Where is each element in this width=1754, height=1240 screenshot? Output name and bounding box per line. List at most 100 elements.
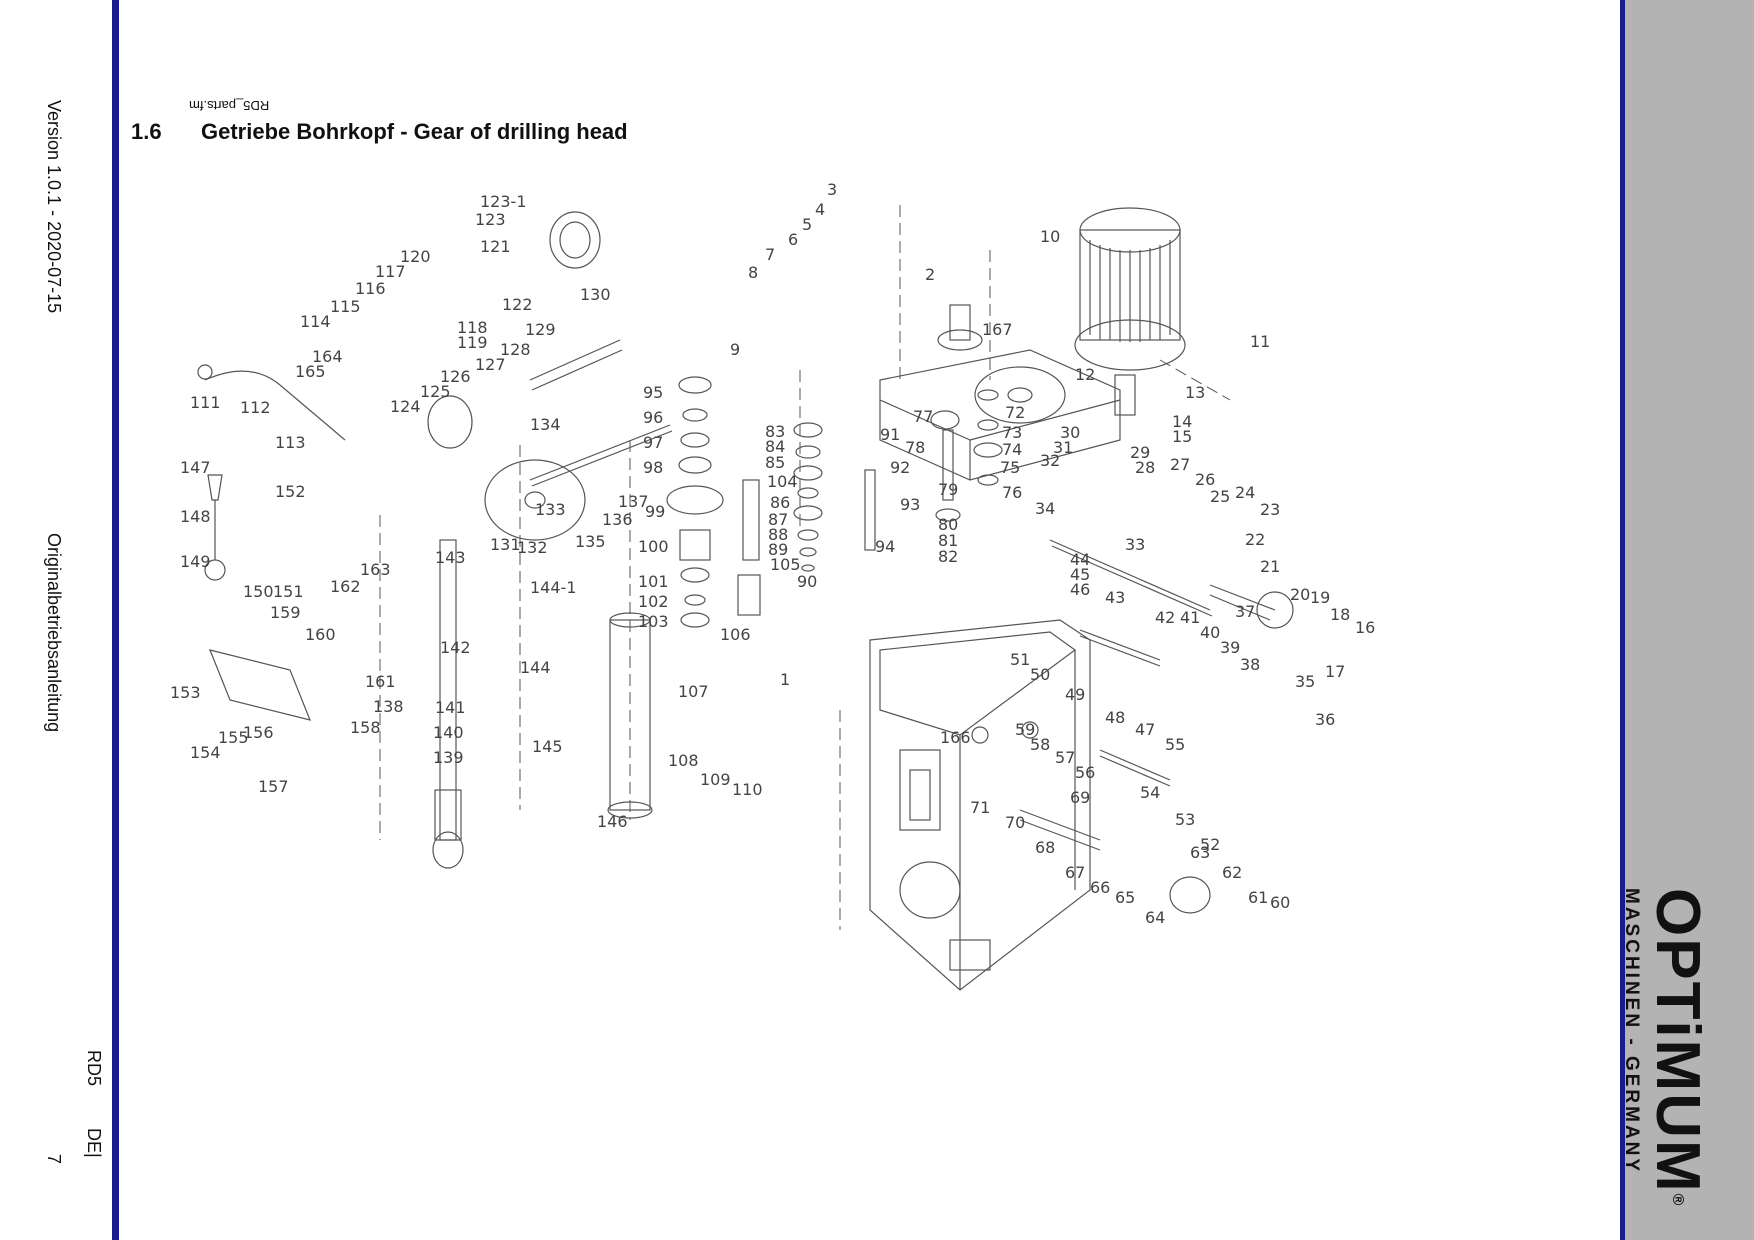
part-callout: 13: [1185, 383, 1205, 402]
part-callout: 129: [525, 320, 556, 339]
part-callout: 103: [638, 612, 669, 631]
part-callout: 153: [170, 683, 201, 702]
part-callout: 140: [433, 723, 464, 742]
part-callout: 78: [905, 438, 925, 457]
part-callout: 50: [1030, 665, 1050, 684]
part-callout: 115: [330, 297, 361, 316]
part-callout: 73: [1002, 423, 1022, 442]
part-callout: 81: [938, 531, 958, 550]
part-callout: 83: [765, 422, 785, 441]
part-callout: 43: [1105, 588, 1125, 607]
part-callout: 87: [768, 510, 788, 529]
part-callout: 9: [730, 340, 740, 359]
file-name: RD5_parts.fm: [189, 98, 270, 113]
part-callout: 133: [535, 500, 566, 519]
part-callout: 11: [1250, 332, 1270, 351]
part-callout: 2: [925, 265, 935, 284]
callout-labels: 1234567891011121314151617181920212223242…: [170, 180, 1375, 927]
part-callout: 56: [1075, 763, 1095, 782]
part-callout: 24: [1235, 483, 1255, 502]
part-callout: 157: [258, 777, 289, 796]
part-callout: 109: [700, 770, 731, 789]
part-callout: 29: [1130, 443, 1150, 462]
part-callout: 166: [940, 728, 971, 747]
part-callout: 117: [375, 262, 406, 281]
part-callout: 69: [1070, 788, 1090, 807]
part-callout: 86: [770, 493, 790, 512]
part-callout: 72: [1005, 403, 1025, 422]
housing-drawing: [869, 619, 1091, 991]
part-callout: 36: [1315, 710, 1335, 729]
part-callout: 111: [190, 393, 221, 412]
part-callout: 137: [618, 492, 649, 511]
part-callout: 141: [435, 698, 466, 717]
part-callout: 96: [643, 408, 663, 427]
part-callout: 16: [1355, 618, 1375, 637]
part-callout: 155: [218, 728, 249, 747]
part-callout: 134: [530, 415, 561, 434]
part-callout: 151: [273, 582, 304, 601]
part-callout: 97: [643, 433, 663, 452]
part-callout: 165: [295, 362, 326, 381]
part-callout: 158: [350, 718, 381, 737]
part-callout: 41: [1180, 608, 1200, 627]
part-callout: 125: [420, 382, 451, 401]
part-callout: 167: [982, 320, 1013, 339]
part-callout: 64: [1145, 908, 1165, 927]
part-callout: 123-1: [480, 192, 527, 211]
part-callout: 131: [490, 535, 521, 554]
part-callout: 113: [275, 433, 306, 452]
part-callout: 33: [1125, 535, 1145, 554]
part-callout: 62: [1222, 863, 1242, 882]
part-callout: 146: [597, 812, 628, 831]
part-callout: 70: [1005, 813, 1025, 832]
part-callout: 1: [780, 670, 790, 689]
part-callout: 57: [1055, 748, 1075, 767]
part-callout: 124: [390, 397, 421, 416]
part-callout: 23: [1260, 500, 1280, 519]
part-callout: 161: [365, 672, 396, 691]
part-callout: 89: [768, 540, 788, 559]
part-callout: 53: [1175, 810, 1195, 829]
part-callout: 61: [1248, 888, 1268, 907]
part-callout: 49: [1065, 685, 1085, 704]
part-callout: 121: [480, 237, 511, 256]
brand-tagline: MASCHINEN - GERMANY: [1621, 888, 1642, 1175]
part-callout: 77: [913, 407, 933, 426]
part-callout: 154: [190, 743, 221, 762]
part-callout: 28: [1135, 458, 1155, 477]
part-callout: 71: [970, 798, 990, 817]
part-callout: 54: [1140, 783, 1160, 802]
language-code: DE: [84, 1128, 104, 1154]
part-callout: 106: [720, 625, 751, 644]
part-callout: 76: [1002, 483, 1022, 502]
part-callout: 112: [240, 398, 271, 417]
motor-drawing: [1074, 207, 1186, 416]
part-callout: 162: [330, 577, 361, 596]
part-callout: 93: [900, 495, 920, 514]
part-callout: 32: [1040, 451, 1060, 470]
part-callout: 67: [1065, 863, 1085, 882]
model-text: RD5: [84, 1050, 104, 1087]
right-accent-bar: [1620, 0, 1627, 1240]
part-callout: 46: [1070, 580, 1090, 599]
part-callout: 142: [440, 638, 471, 657]
part-callout: 42: [1155, 608, 1175, 627]
part-callout: 37: [1235, 602, 1255, 621]
part-callout: 91: [880, 425, 900, 444]
part-callout: 123: [475, 210, 506, 229]
part-callout: 26: [1195, 470, 1215, 489]
part-callout: 60: [1270, 893, 1290, 912]
language-text: DE|: [84, 1128, 104, 1158]
part-callout: 80: [938, 515, 958, 534]
part-callout: 126: [440, 367, 471, 386]
part-callout: 38: [1240, 655, 1260, 674]
part-callout: 132: [517, 538, 548, 557]
part-callout: 8: [748, 263, 758, 282]
part-callout: 110: [732, 780, 763, 799]
manual-type-text: Originalbetriebsanleitung: [44, 533, 64, 733]
part-callout: 101: [638, 572, 669, 591]
gear-stack-left: [666, 376, 724, 628]
part-callout: 68: [1035, 838, 1055, 857]
